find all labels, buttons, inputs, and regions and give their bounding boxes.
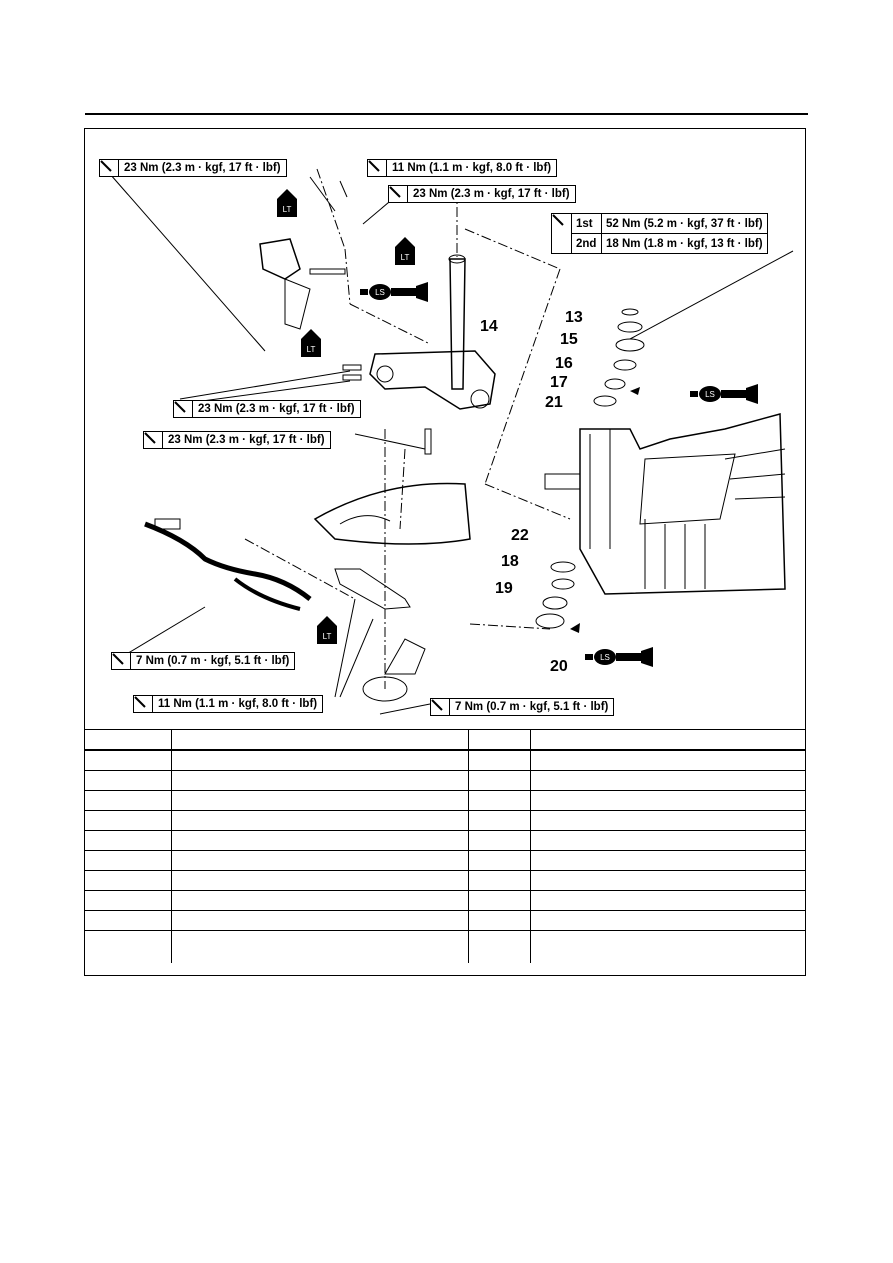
callout-22: 22 <box>511 527 529 544</box>
callout-21: 21 <box>545 394 563 411</box>
callout-17: 17 <box>550 374 568 391</box>
table-row <box>85 810 805 831</box>
svg-text:LT: LT <box>323 632 332 641</box>
table-row <box>85 890 805 911</box>
table-row <box>85 749 805 771</box>
table-row <box>85 850 805 871</box>
table-row <box>85 910 805 931</box>
header-rule <box>85 113 808 115</box>
torque-wrench-icon <box>134 696 153 712</box>
torque-wrench-icon <box>174 401 193 417</box>
callout-18: 18 <box>501 553 519 570</box>
callout-14: 14 <box>480 318 498 335</box>
table-header-row <box>85 729 805 751</box>
torque-wrench-icon <box>112 653 131 669</box>
diagram-drawing <box>109 168 794 715</box>
callout-20: 20 <box>550 658 568 675</box>
svg-text:LT: LT <box>307 345 316 354</box>
callout-15: 15 <box>560 331 578 348</box>
torque-wrench-icon <box>144 432 163 448</box>
torque-wrench-icon <box>389 186 408 202</box>
torque-spec-pinch-bolts: 23 Nm (2.3 m · kgf, 17 ft · lbf) <box>173 400 361 418</box>
callout-19: 19 <box>495 580 513 597</box>
torque-wrench-icon <box>552 214 572 253</box>
exploded-diagram-frame: 23 Nm (2.3 m · kgf, 17 ft · lbf) 11 Nm (… <box>84 128 806 976</box>
table-row <box>85 930 805 963</box>
torque-spec-clamp-bolt: 7 Nm (0.7 m · kgf, 5.1 ft · lbf) <box>111 652 296 670</box>
torque-spec-brake-bracket-bolts: 11 Nm (1.1 m · kgf, 8.0 ft · lbf) <box>133 695 324 713</box>
svg-text:LT: LT <box>401 253 410 262</box>
torque-spec-ring-nut-two-stage: 1st 52 Nm (5.2 m · kgf, 37 ft · lbf) 2nd… <box>551 213 768 254</box>
callout-16: 16 <box>555 355 573 372</box>
torque-spec-nut: 11 Nm (1.1 m · kgf, 8.0 ft · lbf) <box>367 159 558 177</box>
stage-label-2nd: 2nd <box>572 234 602 253</box>
callout-13: 13 <box>565 309 583 326</box>
table-row <box>85 790 805 811</box>
torque-spec-horn-bolt: 7 Nm (0.7 m · kgf, 5.1 ft · lbf) <box>430 698 615 716</box>
table-row <box>85 770 805 791</box>
torque-wrench-icon <box>368 160 387 176</box>
torque-spec-bracket-bolt: 23 Nm (2.3 m · kgf, 17 ft · lbf) <box>99 159 287 177</box>
stage-value-2nd: 18 Nm (1.8 m · kgf, 13 ft · lbf) <box>606 237 763 250</box>
torque-spec-lower-bolt: 23 Nm (2.3 m · kgf, 17 ft · lbf) <box>143 431 331 449</box>
svg-text:LS: LS <box>375 288 385 297</box>
torque-spec-upper-bolt: 23 Nm (2.3 m · kgf, 17 ft · lbf) <box>388 185 576 203</box>
table-row <box>85 830 805 851</box>
stage-label-1st: 1st <box>572 214 602 234</box>
svg-text:LS: LS <box>600 653 610 662</box>
torque-wrench-icon <box>431 699 450 715</box>
steering-head-exploded-view: 23 Nm (2.3 m · kgf, 17 ft · lbf) 11 Nm (… <box>85 129 805 729</box>
parts-table <box>85 729 805 963</box>
stage-value-1st: 52 Nm (5.2 m · kgf, 37 ft · lbf) <box>602 214 767 234</box>
torque-wrench-icon <box>100 160 119 176</box>
svg-text:LS: LS <box>705 390 715 399</box>
svg-text:LT: LT <box>283 205 292 214</box>
table-row <box>85 870 805 891</box>
